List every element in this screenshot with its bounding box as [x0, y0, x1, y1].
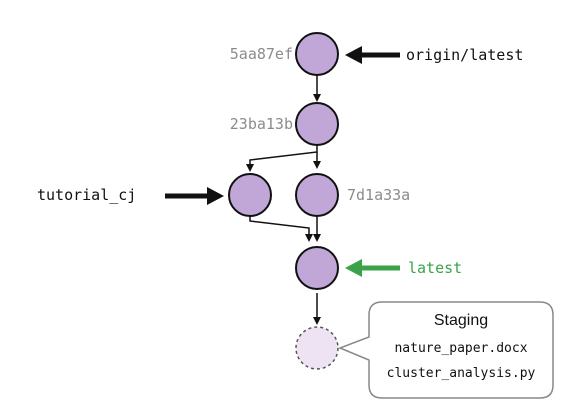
hash-label-7d1a33a: 7d1a33a — [347, 186, 410, 204]
commit-node-7d1a33a[interactable] — [295, 173, 339, 217]
hash-label-23ba13b: 23ba13b — [230, 115, 293, 133]
ref-label-origin-latest: origin/latest — [406, 46, 523, 64]
ref-arrow-latest-head — [345, 259, 362, 277]
ref-arrow-origin-latest-head — [345, 46, 362, 64]
ref-origin-latest: origin/latest — [345, 46, 523, 64]
staged-commit-node — [295, 326, 339, 370]
commit-edges — [246, 75, 321, 325]
ref-label-tutorial-cj: tutorial_cj — [37, 186, 136, 204]
ref-latest: latest — [345, 259, 462, 277]
commit-node-tutorial[interactable] — [228, 173, 272, 217]
ref-label-latest: latest — [408, 259, 462, 277]
commit-node-23ba13b[interactable] — [295, 102, 339, 146]
edge-tutorial-to-latest — [249, 216, 313, 242]
staging-file-cluster-analysis: cluster_analysis.py — [387, 366, 536, 381]
staging-callout: Staging nature_paper.docx cluster_analys… — [337, 301, 554, 399]
ref-arrow-tutorial-cj-head — [207, 187, 224, 205]
commit-hash-labels: 5aa87ef 23ba13b 7d1a33a — [230, 45, 410, 204]
commit-node-latest[interactable] — [295, 246, 339, 290]
edge-23ba13b-to-tutorial — [246, 145, 318, 172]
commit-node-5aa87ef[interactable] — [295, 32, 339, 76]
staging-file-nature-paper: nature_paper.docx — [394, 341, 527, 356]
staging-box — [337, 301, 554, 399]
ref-tutorial-cj: tutorial_cj — [37, 186, 224, 205]
staging-title: Staging — [434, 312, 488, 329]
commit-nodes — [228, 32, 339, 370]
hash-label-5aa87ef: 5aa87ef — [230, 45, 293, 63]
